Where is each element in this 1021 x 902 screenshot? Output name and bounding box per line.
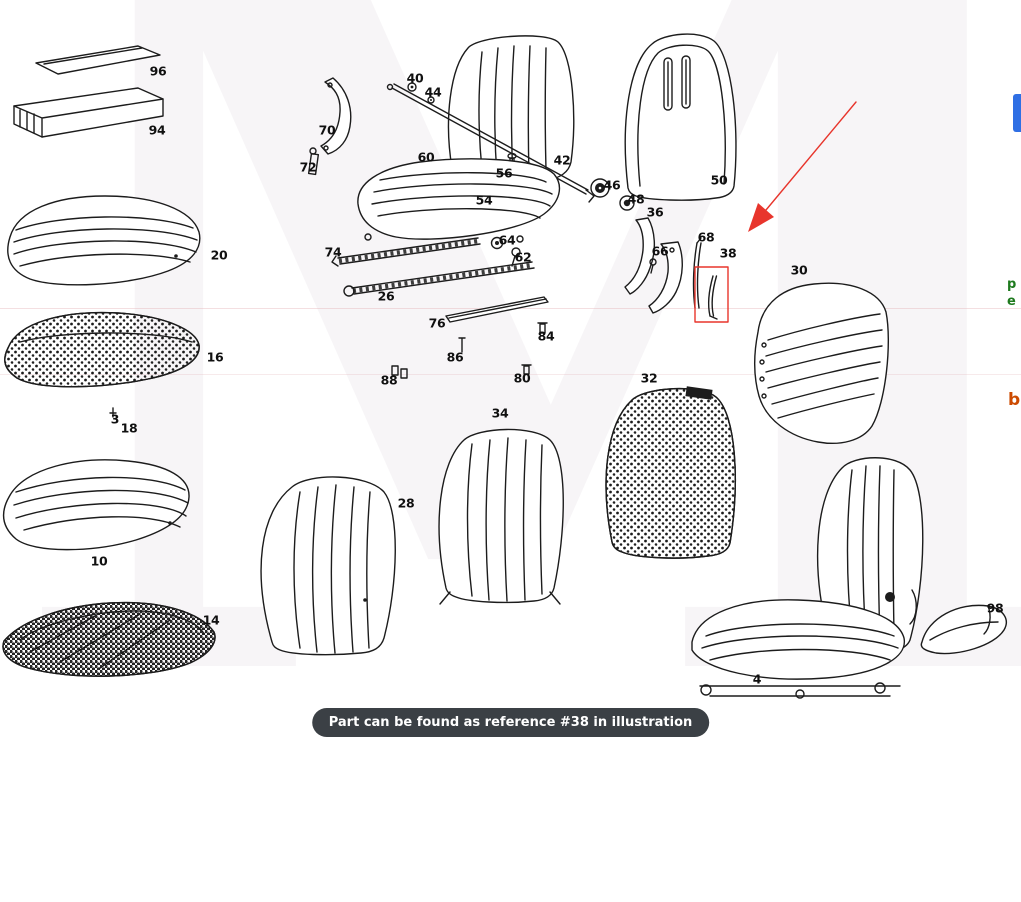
part-16-padded-cushion-drawing [4,311,200,388]
part-74-slide-rail-drawing [331,237,481,267]
part-26-slide-rail-drawing [343,261,535,297]
part-4-assembled-seat-drawing [691,457,924,699]
part-50-backrest-frame-drawing [624,33,737,201]
part-66-recline-bracket-drawing [648,241,683,314]
part-62-bolt-drawing [511,247,521,267]
part-80-screw-drawing [521,364,532,375]
highlight-annotation [694,101,857,323]
part-46-grommet-drawing [590,178,610,198]
part-28-backrest-cover-drawing [260,476,396,656]
illustration-tooltip: Part can be found as reference #38 in il… [311,708,710,737]
parts-illustration [2,33,1007,699]
part-48-washer-drawing [619,195,635,211]
part-20-cushion-drawing [7,195,201,286]
part-40-bolt-drawing [407,82,417,92]
part-30-spring-frame-drawing [754,282,890,444]
green-text-fragment-1: p [1007,277,1017,292]
part-14-seat-pan-drawing [2,601,216,677]
part-64-knob-drawing [490,236,504,250]
backrest-frame-cover-drawing [447,35,575,184]
part-38-highlighted-rod-drawing [707,275,718,320]
part-84-screw-drawing [537,322,548,334]
part-96-top-board-drawing [35,45,161,75]
part-94-tray-drawing [13,87,164,138]
highlight-arrow-head [748,203,774,232]
green-text-fragment-2: e [1007,294,1016,309]
part-32-padded-backrest-drawing [605,386,736,559]
part-76-strip-drawing [445,296,549,323]
part-70-bracket-drawing [320,77,352,155]
part-36-recline-bracket-drawing [624,217,657,295]
highlight-box [694,266,729,323]
blue-button-fragment[interactable] [1013,94,1021,132]
part-88-clip-drawing [391,365,408,379]
highlight-arrow-shaft [765,101,857,211]
part-72-spacer-drawing [307,147,320,176]
part-44-nut-drawing [427,96,435,104]
part-54-seat-base-drawing [357,158,561,243]
part-10-cushion-drawing [2,459,190,551]
part-18-fitting-drawing [109,407,117,418]
part-98-armrest-drawing [920,604,1007,655]
orange-text-fragment: b [1008,390,1021,410]
part-34-backrest-cover-drawing [438,428,564,605]
part-86-bolt-drawing [458,337,466,353]
